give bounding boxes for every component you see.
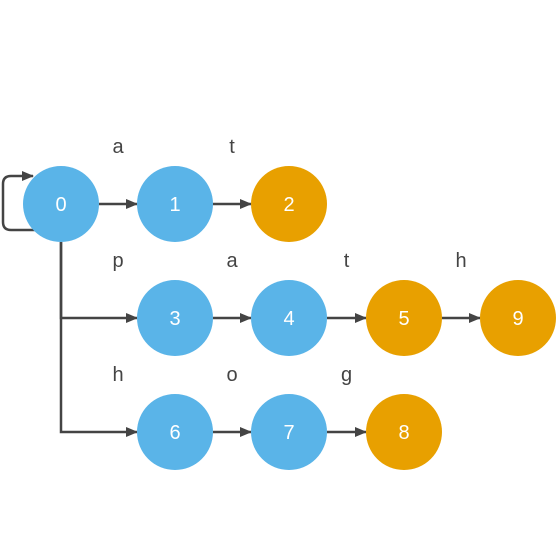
state-label: 5 <box>398 308 409 330</box>
accept-state-node-8: 8 <box>366 394 442 470</box>
accept-state-node-5: 5 <box>366 280 442 356</box>
state-label: 2 <box>283 194 294 216</box>
nodes-layer: 0 1 2 3 4 5 9 6 7 8 <box>23 166 556 470</box>
edge-0-0 <box>1 171 35 232</box>
state-circle <box>23 166 99 242</box>
state-circle <box>251 394 327 470</box>
edge-0-6 <box>59 242 138 437</box>
edge-label-5-9: h <box>455 250 466 272</box>
state-label: 1 <box>169 194 180 216</box>
state-node-0: 0 <box>23 166 99 242</box>
state-node-1: 1 <box>137 166 213 242</box>
state-label: 7 <box>283 422 294 444</box>
edge-label-7-8: g <box>341 364 352 386</box>
edge-label-0-3: p <box>112 250 123 272</box>
accept-state-node-2: 2 <box>251 166 327 242</box>
edge-label-3-4: a <box>226 250 238 272</box>
state-label: 3 <box>169 308 180 330</box>
edge-label-0-6: h <box>112 364 123 386</box>
state-node-3: 3 <box>137 280 213 356</box>
state-label: 6 <box>169 422 180 444</box>
state-circle <box>251 280 327 356</box>
state-circle <box>480 280 556 356</box>
state-circle <box>366 280 442 356</box>
edge-label-4-5: t <box>344 250 350 272</box>
edge-labels-layer: a t p a t h h o g <box>112 136 466 386</box>
state-circle <box>137 280 213 356</box>
edge-0-3 <box>59 242 138 323</box>
state-circle <box>366 394 442 470</box>
edge-label-0-1: a <box>112 136 124 158</box>
state-node-6: 6 <box>137 394 213 470</box>
state-label: 9 <box>512 308 523 330</box>
accept-state-node-9: 9 <box>480 280 556 356</box>
state-circle <box>137 394 213 470</box>
state-node-4: 4 <box>251 280 327 356</box>
edges-layer <box>1 171 481 437</box>
state-circle <box>251 166 327 242</box>
state-label: 4 <box>283 308 294 330</box>
state-circle <box>137 166 213 242</box>
edge-label-6-7: o <box>226 364 237 386</box>
state-label: 0 <box>55 194 66 216</box>
state-node-7: 7 <box>251 394 327 470</box>
edge-label-1-2: t <box>229 136 235 158</box>
state-label: 8 <box>398 422 409 444</box>
